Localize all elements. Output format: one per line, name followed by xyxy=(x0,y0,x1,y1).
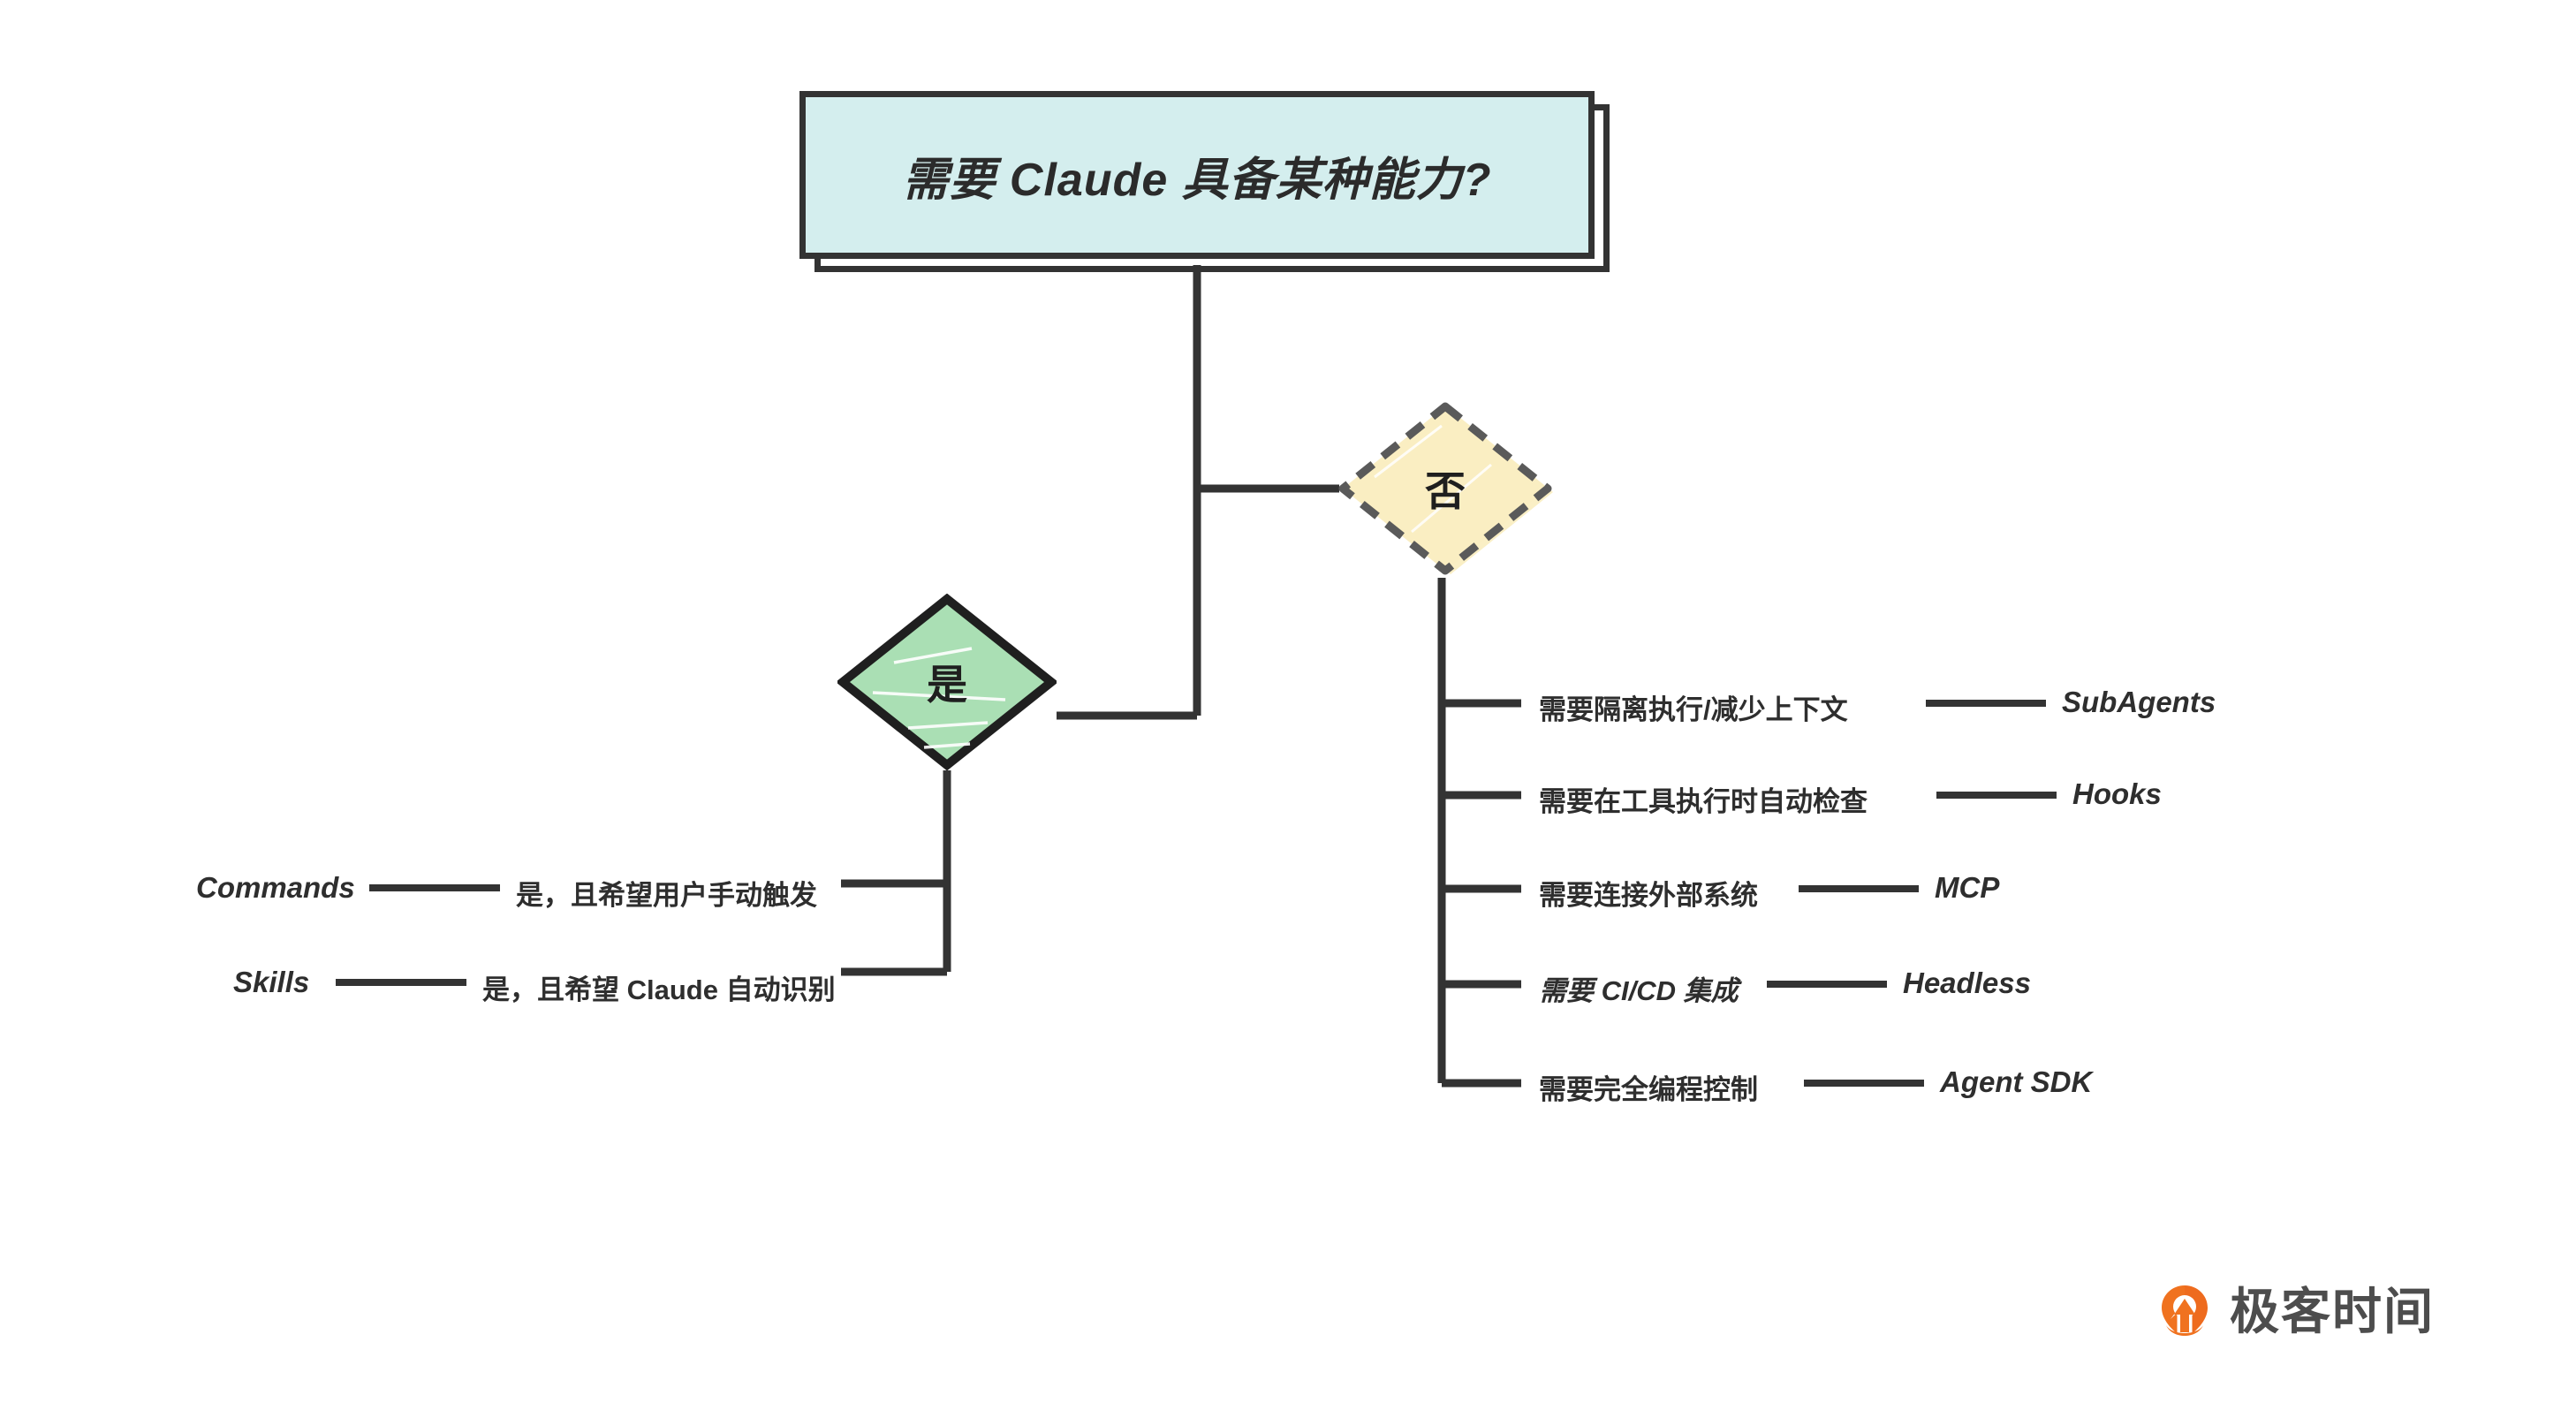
root-decision-box[interactable]: 需要 Claude 具备某种能力? xyxy=(799,91,1595,259)
decision-diamond-yes[interactable]: 是 xyxy=(835,593,1059,771)
yes-branch-term-0: Commands xyxy=(196,871,355,904)
location-pin-icon xyxy=(2162,1285,2208,1336)
watermark-text: 极客时间 xyxy=(2230,1284,2435,1339)
no-branch-condition-4: 需要完全编程控制 xyxy=(1539,1074,1758,1105)
root-decision-label: 需要 Claude 具备某种能力? xyxy=(902,154,1492,206)
no-branch-condition-0: 需要隔离执行/减少上下文 xyxy=(1539,694,1848,725)
yes-branch-condition-1: 是，且希望 Claude 自动识别 xyxy=(482,974,836,1005)
yes-branch-condition-0: 是，且希望用户手动触发 xyxy=(516,880,817,911)
watermark: 极客时间 xyxy=(2156,1283,2435,1341)
diamond-yes-shape xyxy=(835,593,1059,771)
no-branch-term-0: SubAgents xyxy=(2062,686,2216,718)
no-branch-term-4: Agent SDK xyxy=(1940,1065,2093,1098)
diamond-no-shape xyxy=(1338,402,1553,575)
no-branch-condition-2: 需要连接外部系统 xyxy=(1539,880,1758,911)
decision-diamond-no[interactable]: 否 xyxy=(1336,399,1555,578)
yes-branch-term-1: Skills xyxy=(233,966,310,998)
decision-diamond-no-label: 否 xyxy=(1425,468,1466,514)
no-branch-condition-3: 需要 CI/CD 集成 xyxy=(1539,975,1739,1006)
decision-diamond-yes-label: 是 xyxy=(927,662,967,708)
no-branch-condition-1: 需要在工具执行时自动检查 xyxy=(1539,786,1868,817)
no-branch-term-3: Headless xyxy=(1903,967,2031,999)
no-branch-term-2: MCP xyxy=(1935,871,2000,904)
no-branch-term-1: Hooks xyxy=(2072,777,2162,810)
